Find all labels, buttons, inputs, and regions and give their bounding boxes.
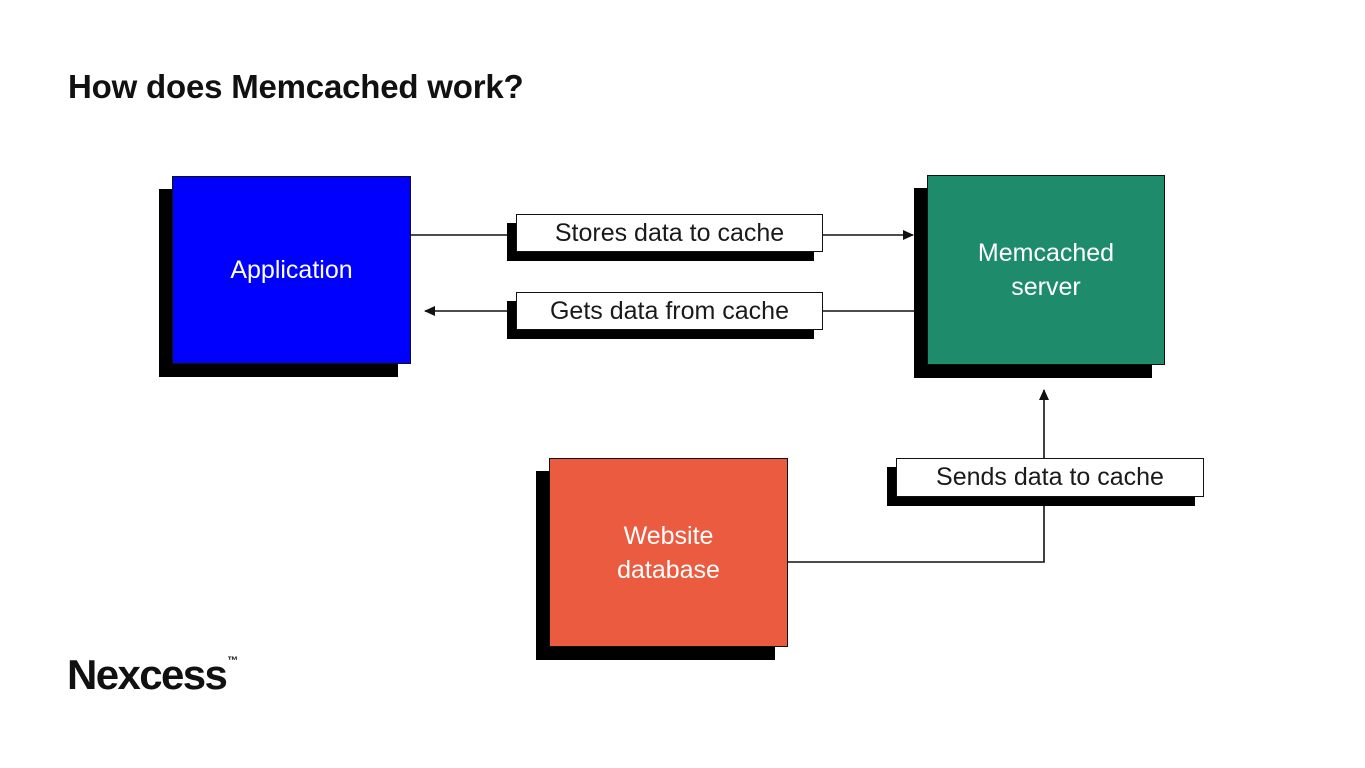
node-website-database[interactable]: Website database	[549, 458, 788, 647]
edge-label-sends-data-to-cache[interactable]: Sends data to cache	[896, 458, 1204, 497]
node-memcached-server[interactable]: Memcached server	[927, 175, 1165, 365]
node-memcached-label-line2: server	[1011, 273, 1081, 301]
edge-label-stores-data-to-cache[interactable]: Stores data to cache	[516, 214, 823, 252]
edge-label-stores-text: Stores data to cache	[554, 218, 785, 247]
edge-label-sends-text: Sends data to cache	[936, 463, 1164, 491]
node-database-label-line2: database	[617, 555, 720, 584]
nexcess-logo-wordmark: Nexcess	[67, 651, 228, 698]
trademark-symbol: ™	[227, 655, 239, 667]
nexcess-logo: Nexcess™	[67, 651, 239, 698]
node-memcached-label-line1: Memcached	[977, 239, 1115, 267]
edge-label-gets-data-from-cache[interactable]: Gets data from cache	[516, 292, 823, 330]
node-application[interactable]: Application	[172, 176, 411, 364]
page-title: How does Memcached work?	[68, 68, 524, 105]
node-application-label: Application	[230, 256, 353, 284]
node-database-label-line1: Website	[623, 521, 714, 550]
edge-label-gets-text: Gets data from cache	[549, 296, 789, 325]
